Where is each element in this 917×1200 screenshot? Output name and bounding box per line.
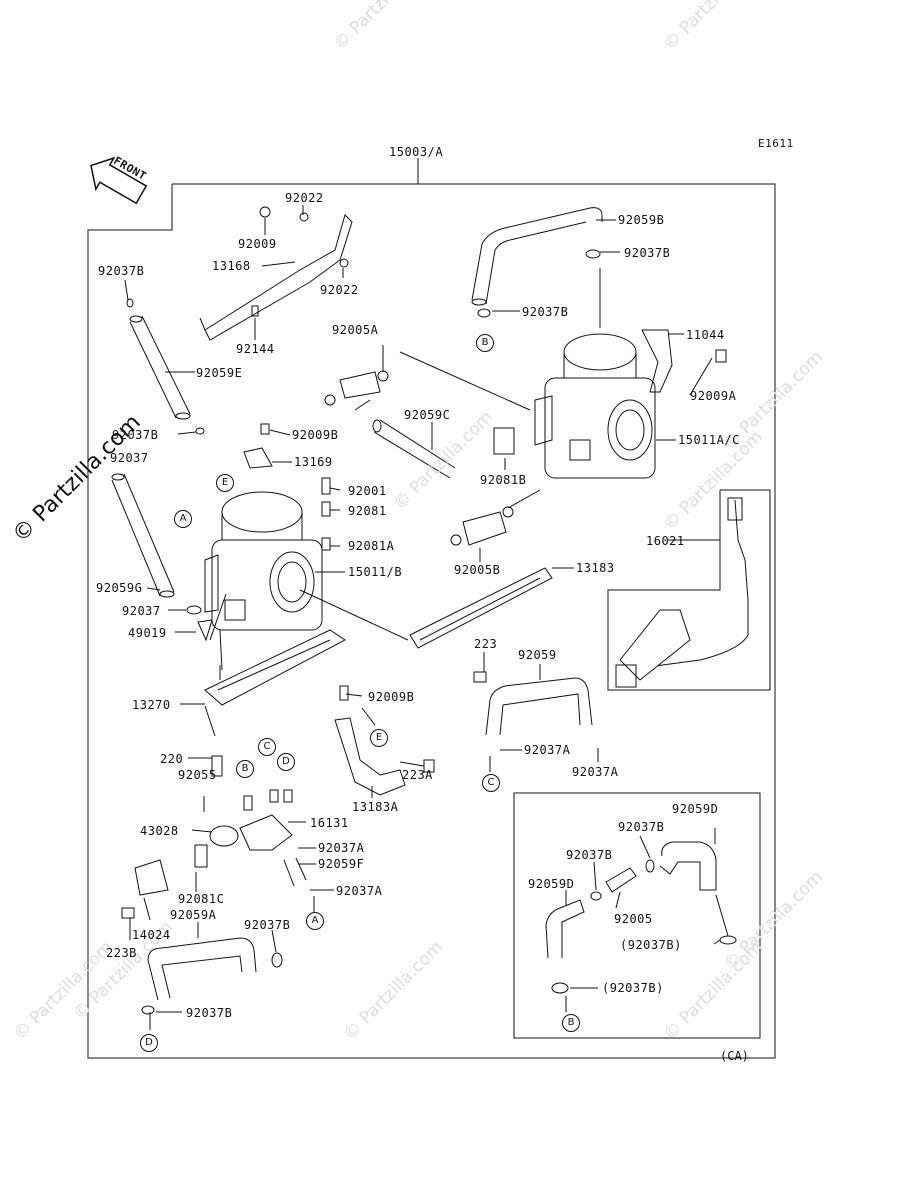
part-label: 92009A: [690, 389, 737, 403]
part-label: 92009: [238, 237, 277, 251]
part-label: 92081B: [480, 473, 527, 487]
marker-b: B: [562, 1014, 580, 1032]
part-label: 92037A: [572, 765, 619, 779]
part-label: 43028: [140, 824, 179, 838]
diagram-code: E1611: [758, 137, 794, 150]
part-label: 92055: [178, 768, 217, 782]
marker-d: D: [277, 753, 295, 771]
part-label: 92009B: [368, 690, 415, 704]
part-label: 92037B: [186, 1006, 233, 1020]
part-label: 92037A: [524, 743, 571, 757]
part-label: 223A: [402, 768, 433, 782]
assembly-label: 15003/A: [389, 145, 444, 159]
california-tag: (CA): [720, 1049, 749, 1063]
part-label: 11044: [686, 328, 725, 342]
part-label: 92059C: [404, 408, 451, 422]
part-label: 16021: [646, 534, 685, 548]
part-label: (92037B): [602, 981, 664, 995]
part-label: 92059D: [528, 877, 575, 891]
part-label: 92009B: [292, 428, 339, 442]
part-label: 92081C: [178, 892, 225, 906]
part-label: 92059D: [672, 802, 719, 816]
part-label: 13183A: [352, 800, 399, 814]
part-label: 92037B: [112, 428, 159, 442]
part-label: 92144: [236, 342, 275, 356]
assembly-frame: [87, 183, 776, 1059]
part-label: 92037: [122, 604, 161, 618]
part-label: 92037: [110, 451, 149, 465]
marker-c: C: [258, 738, 276, 756]
part-label: 92037B: [618, 820, 665, 834]
part-label: 92037B: [566, 848, 613, 862]
part-label: 92037B: [624, 246, 671, 260]
part-label: (92037B): [620, 938, 682, 952]
part-label: 92005A: [332, 323, 379, 337]
part-label: 16131: [310, 816, 349, 830]
california-box: [513, 792, 761, 1039]
marker-e: E: [370, 729, 388, 747]
part-label: 13169: [294, 455, 333, 469]
part-label: 92037A: [318, 841, 365, 855]
part-label: 92037B: [522, 305, 569, 319]
part-label: 92001: [348, 484, 387, 498]
part-label: 13270: [132, 698, 171, 712]
part-label: 92059F: [318, 857, 365, 871]
marker-d: D: [140, 1034, 158, 1052]
part-label: 13183: [576, 561, 615, 575]
part-label: 92059G: [96, 581, 143, 595]
part-label: 49019: [128, 626, 167, 640]
part-label: 92005B: [454, 563, 501, 577]
part-label: 223: [474, 637, 498, 651]
part-label: 92037B: [244, 918, 291, 932]
marker-b: B: [236, 760, 254, 778]
part-label: 92059B: [618, 213, 665, 227]
part-label: 92005: [614, 912, 653, 926]
part-label: 92022: [320, 283, 359, 297]
part-label: 220: [160, 752, 184, 766]
part-label: 15011A/C: [678, 433, 740, 447]
part-label: 15011/B: [348, 565, 403, 579]
part-label: 92037A: [336, 884, 383, 898]
marker-e: E: [216, 474, 234, 492]
part-label: 92059: [518, 648, 557, 662]
part-label: 13168: [212, 259, 251, 273]
part-label: 92059A: [170, 908, 217, 922]
part-label: 92059E: [196, 366, 243, 380]
front-arrow-icon: [90, 156, 148, 205]
part-label: 14024: [132, 928, 171, 942]
part-label: 223B: [106, 946, 137, 960]
part-label: 92081: [348, 504, 387, 518]
marker-a: A: [174, 510, 192, 528]
part-label: 92081A: [348, 539, 395, 553]
marker-c: C: [482, 774, 500, 792]
part-label: 92022: [285, 191, 324, 205]
part-label: 92037B: [98, 264, 145, 278]
marker-a: A: [306, 912, 324, 930]
marker-b: B: [476, 334, 494, 352]
